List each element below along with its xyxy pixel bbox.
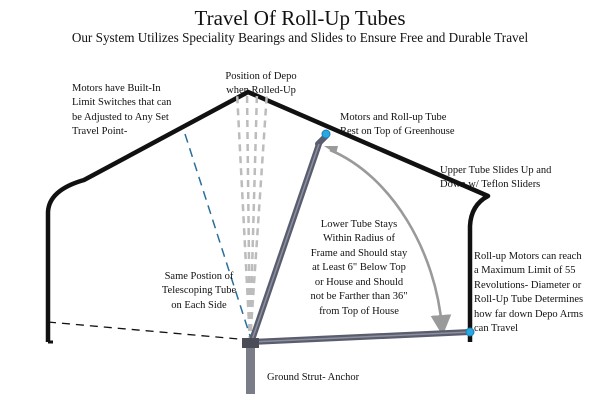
ground-strut-anchor bbox=[246, 345, 255, 394]
telescoping-tube-label: Same Postion of Telescoping Tube on Each… bbox=[161, 271, 237, 311]
diagram-subtitle: Our System Utilizes Speciality Bearings … bbox=[71, 30, 529, 45]
lower-roll-up-tube-highlight bbox=[251, 143, 320, 341]
lowered-tube-highlight bbox=[251, 331, 471, 343]
diagram-title: Travel Of Roll-Up Tubes bbox=[194, 6, 406, 30]
limit-switch-dashed-line bbox=[184, 133, 253, 343]
ground-strut-label: Ground Strut- Anchor bbox=[267, 372, 360, 383]
upper-tube-label: Upper Tube Slides Up and Down w/ Teflon … bbox=[440, 165, 552, 191]
depo-dash-line-3 bbox=[248, 91, 259, 344]
greenhouse-frame bbox=[45, 89, 491, 342]
travel-arc-arrow-start bbox=[324, 146, 338, 154]
motor-dot-top bbox=[321, 129, 331, 139]
telescoping-dashed-line bbox=[47, 321, 251, 341]
lower-tube-label: Lower Tube Stays Within Radius of Frame … bbox=[310, 219, 408, 317]
depo-dash-line-2 bbox=[245, 91, 252, 344]
depo-dash-line-4 bbox=[248, 91, 269, 344]
limit-switch-label: Motors have Built-In Limit Switches that… bbox=[72, 83, 172, 138]
motor-dot-bottom bbox=[465, 327, 475, 337]
strut-bracket bbox=[242, 338, 259, 348]
motors-rest-label: Motors and Roll-up Tube Rest on Top of G… bbox=[340, 112, 455, 138]
depo-dash-line-1 bbox=[235, 91, 252, 344]
max-limit-label: Roll-up Motors can reach a Maximum Limit… bbox=[474, 251, 584, 335]
travel-arc-arrow bbox=[329, 148, 452, 336]
depo-position-label: Position of Depo when Rolled-Up bbox=[225, 71, 297, 97]
